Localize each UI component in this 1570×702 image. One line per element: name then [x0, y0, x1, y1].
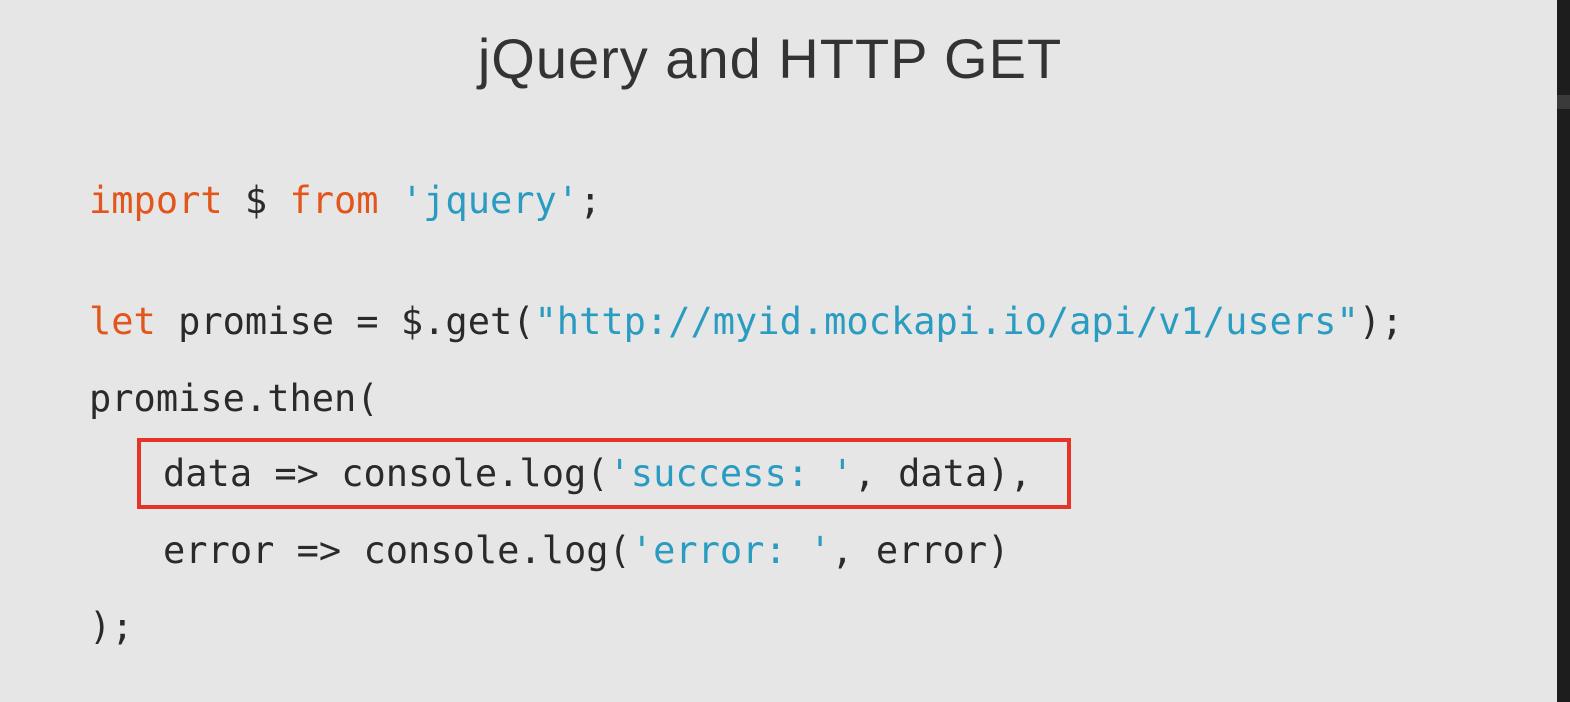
code-line-error: error => console.log('error: ', error)	[163, 528, 1010, 574]
keyword-let: let	[89, 300, 156, 343]
code-line-let-promise: let promise = $.get("http://myid.mockapi…	[89, 299, 1403, 345]
string-url: "http://myid.mockapi.io/api/v1/users"	[534, 300, 1359, 343]
code-line-close: );	[89, 604, 134, 650]
code-symbol: $	[222, 179, 290, 222]
highlight-box	[137, 438, 1071, 509]
code-line-success: data => console.log('success: ', data),	[163, 451, 1032, 497]
string-success: 'success: '	[608, 452, 854, 495]
slide-title: jQuery and HTTP GET	[477, 27, 1063, 90]
string-error: 'error: '	[630, 529, 832, 572]
code-semicolon: ;	[579, 179, 602, 222]
code-space	[379, 179, 401, 222]
keyword-import: import	[89, 179, 223, 222]
code-get-call: promise = $.get(	[155, 300, 535, 343]
code-success-pre: data => console.log(	[163, 452, 609, 495]
code-then: promise.then(	[89, 377, 379, 420]
keyword-from: from	[289, 179, 379, 222]
code-success-post: , data),	[853, 452, 1032, 495]
side-panel-edge	[1557, 0, 1570, 702]
side-panel-marker	[1557, 95, 1570, 109]
code-close-paren: );	[89, 605, 134, 648]
string-jquery: 'jquery'	[400, 179, 580, 222]
code-error-post: , error)	[831, 529, 1010, 572]
code-close: );	[1358, 300, 1404, 343]
code-error-pre: error => console.log(	[163, 529, 631, 572]
code-line-promise-then: promise.then(	[89, 376, 379, 422]
code-line-import: import $ from 'jquery';	[89, 178, 601, 224]
